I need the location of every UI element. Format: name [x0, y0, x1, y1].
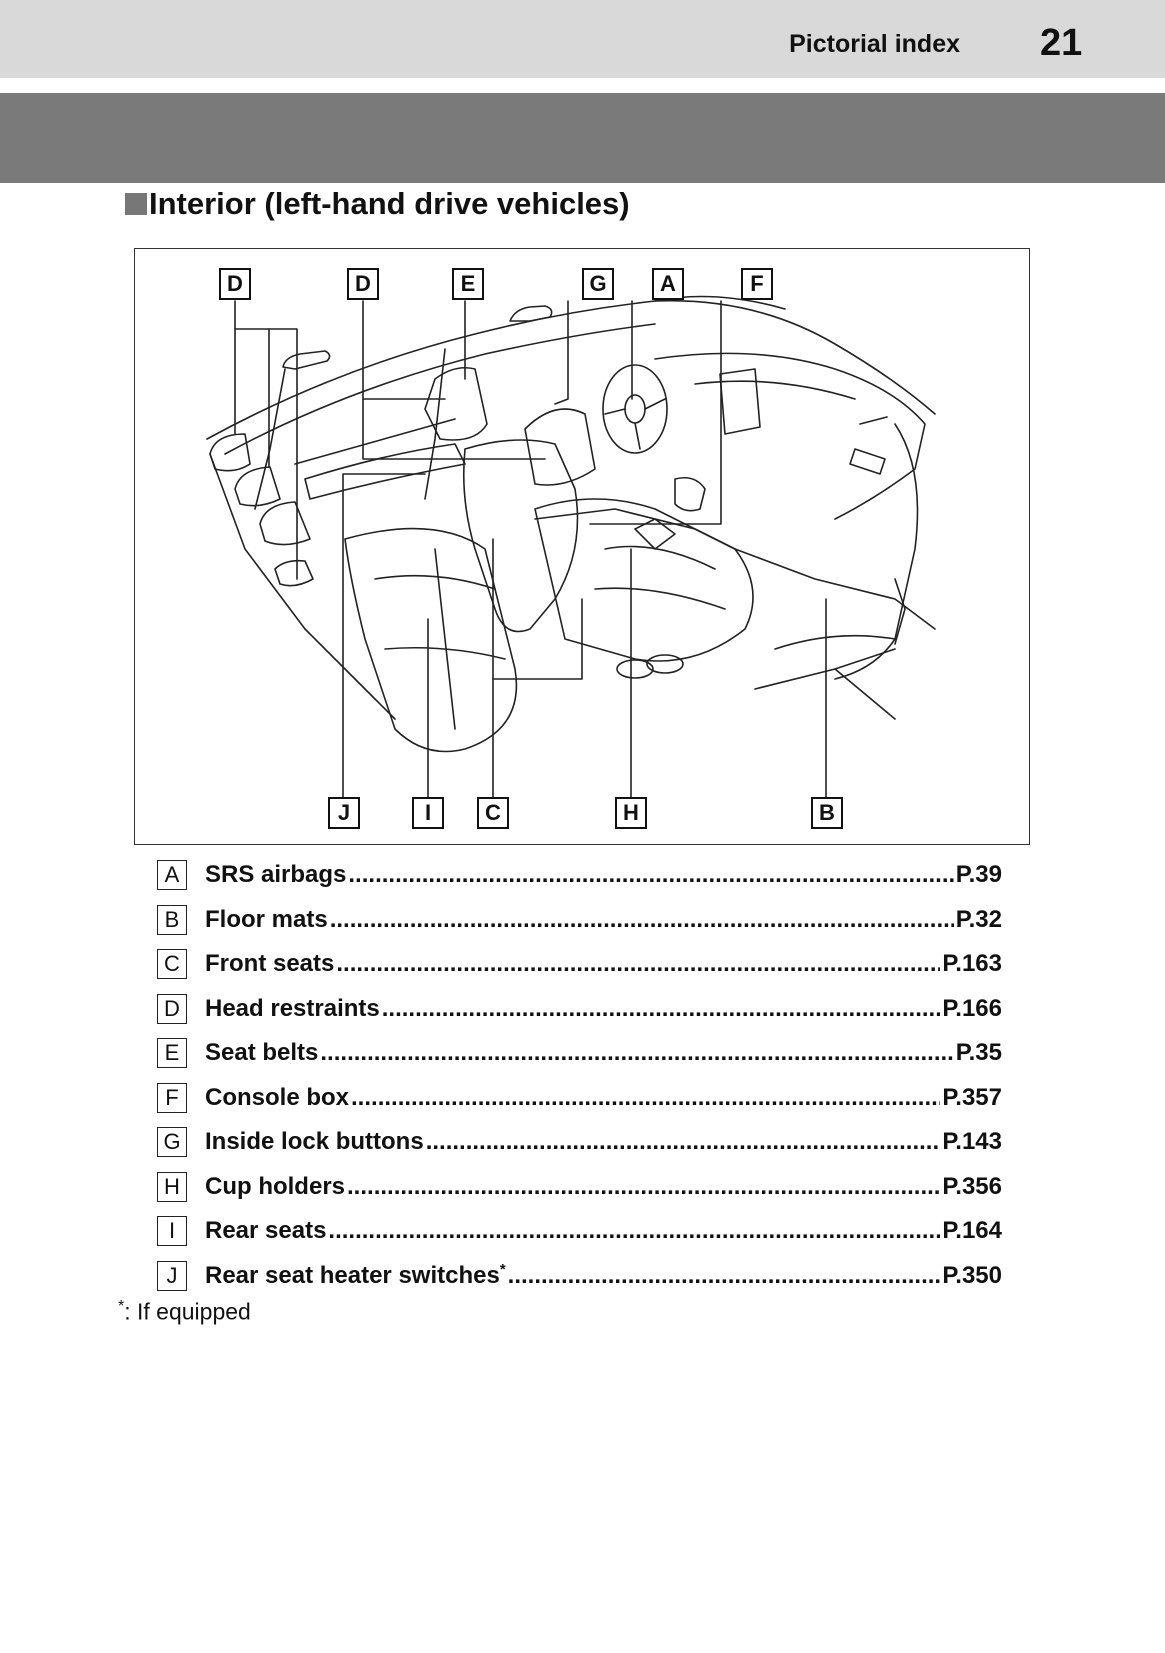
section-name: Pictorial index	[789, 30, 960, 58]
interior-illustration: D D E G A F J I C H B	[134, 248, 1030, 845]
if-equipped-mark: *	[499, 1261, 506, 1278]
page-reference[interactable]: P.39	[955, 861, 1002, 888]
legend-key: C	[157, 949, 187, 979]
legend-key: H	[157, 1171, 187, 1202]
section-heading: Interior (left-hand drive vehicles)	[125, 186, 630, 222]
legend-item: C Front seats ..........................…	[157, 947, 1002, 981]
legend-item: E Seat belts ...........................…	[157, 1036, 1002, 1070]
legend-key: D	[157, 993, 187, 1024]
leader-dots: ........................................…	[320, 1039, 954, 1066]
legend-item: I Rear seats ...........................…	[157, 1214, 1002, 1248]
callout-a: A	[652, 268, 684, 300]
footnote-mark: *	[118, 1298, 125, 1315]
legend-item: H Cup holders ..........................…	[157, 1170, 1002, 1204]
heading-square-icon	[125, 193, 147, 215]
legend-label: SRS airbags	[205, 861, 347, 888]
legend-item: B Floor mats ...........................…	[157, 903, 1002, 937]
header-bar: Pictorial index 21	[0, 0, 1165, 78]
legend-label: Inside lock buttons	[205, 1128, 424, 1155]
legend-key: G	[157, 1127, 187, 1157]
legend-key: F	[157, 1082, 187, 1113]
legend-item: G Inside lock buttons ..................…	[157, 1125, 1002, 1159]
legend-item: D Head restraints ......................…	[157, 992, 1002, 1026]
callout-d-center: D	[347, 268, 379, 300]
leader-dots: ........................................…	[381, 994, 941, 1022]
legend-label: Front seats	[205, 950, 335, 977]
callout-d-left: D	[219, 268, 251, 300]
leader-dots: ........................................…	[336, 950, 941, 977]
page-reference[interactable]: P.35	[955, 1039, 1002, 1066]
page-reference[interactable]: P.32	[955, 905, 1002, 933]
page-reference[interactable]: P.163	[942, 950, 1002, 977]
legend-item: F Console box ..........................…	[157, 1081, 1002, 1115]
legend-label: Head restraints	[205, 994, 380, 1022]
footnote: *: If equipped	[118, 1298, 251, 1326]
leader-dots: ........................................…	[348, 861, 954, 888]
legend-item: J Rear seat heater switches* ...........…	[157, 1259, 1002, 1293]
legend-label: Console box	[205, 1083, 350, 1111]
legend-item: A SRS airbags ..........................…	[157, 858, 1002, 892]
page-reference[interactable]: P.357	[942, 1083, 1002, 1111]
legend-key: B	[157, 904, 187, 935]
legend-label: Rear seats	[205, 1217, 327, 1244]
callout-f: F	[741, 268, 773, 300]
legend-label: Rear seat heater switches*	[205, 1261, 506, 1290]
legend-key: E	[157, 1038, 187, 1068]
legend-key: I	[157, 1216, 187, 1246]
leader-dots: ........................................…	[347, 1172, 941, 1200]
page-reference[interactable]: P.166	[942, 994, 1002, 1022]
callout-h: H	[615, 797, 647, 829]
footnote-text: : If equipped	[124, 1298, 251, 1325]
legend-key: J	[157, 1260, 187, 1291]
page-reference[interactable]: P.143	[942, 1128, 1002, 1155]
callout-b: B	[811, 797, 843, 829]
legend-label-text: Rear seat heater switches	[205, 1262, 500, 1289]
callout-g: G	[582, 268, 614, 300]
legend-label: Seat belts	[205, 1039, 319, 1066]
page-reference[interactable]: P.350	[942, 1261, 1002, 1289]
leader-dots: ........................................…	[328, 1217, 941, 1244]
legend-key: A	[157, 860, 187, 890]
chapter-band	[0, 93, 1165, 183]
page-number: 21	[1040, 22, 1083, 64]
car-interior-drawing	[206, 295, 936, 805]
callout-c: C	[477, 797, 509, 829]
heading-text: Interior (left-hand drive vehicles)	[149, 186, 630, 221]
callout-j: J	[328, 797, 360, 829]
legend-label: Cup holders	[205, 1172, 346, 1200]
page-reference[interactable]: P.164	[942, 1217, 1002, 1244]
leader-dots: ........................................…	[425, 1128, 941, 1155]
page-reference[interactable]: P.356	[942, 1172, 1002, 1200]
callout-i: I	[412, 797, 444, 829]
leader-dots: ........................................…	[329, 905, 954, 933]
legend-label: Floor mats	[205, 905, 328, 933]
callout-e: E	[452, 268, 484, 300]
leader-dots: ........................................…	[507, 1261, 941, 1289]
leader-dots: ........................................…	[351, 1083, 940, 1111]
